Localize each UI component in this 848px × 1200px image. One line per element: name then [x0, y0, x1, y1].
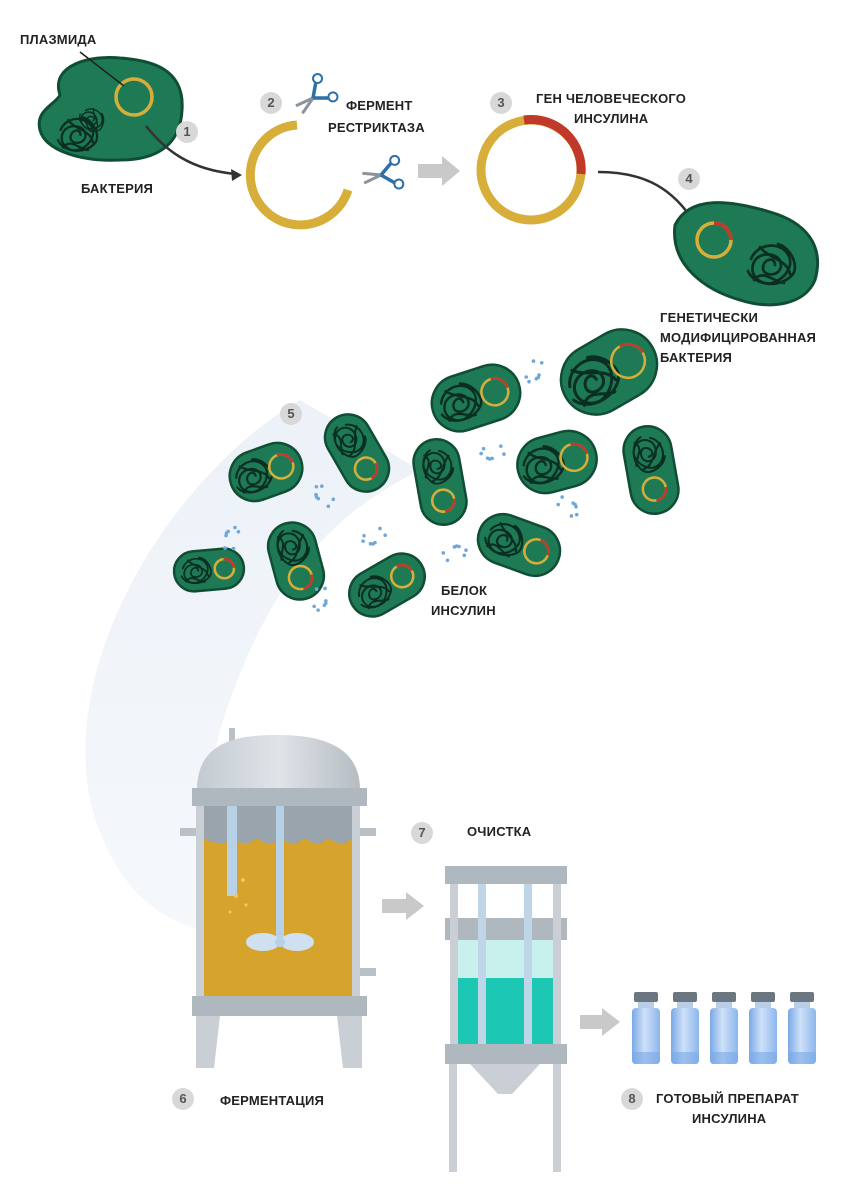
gm-bacterium-cell: [412, 438, 468, 526]
plasmid-ring: [114, 77, 154, 117]
arrow-2: [418, 156, 460, 186]
step-number-6: 6: [172, 1088, 194, 1110]
label-restriction-enzyme-line2: РЕСТРИКТАЗА: [328, 120, 425, 135]
label-insulin-gene-line1: ГЕН ЧЕЛОВЕЧЕСКОГО: [536, 91, 687, 106]
label-insulin-gene-line2: ИНСУЛИНА: [574, 111, 649, 126]
label-fermentation: ФЕРМЕНТАЦИЯ: [220, 1093, 325, 1108]
process-flow-beam: [85, 400, 421, 930]
insulin-vials: [632, 992, 816, 1064]
gm-bacterium-cell: [557, 328, 659, 416]
insulin-vial: [710, 992, 738, 1064]
insulin-vial: [632, 992, 660, 1064]
step-number-1: 1: [176, 121, 198, 143]
bacterium: [37, 56, 184, 162]
scissors-icon: [362, 154, 405, 190]
arrow-3: [597, 170, 692, 217]
step-number-8: 8: [621, 1088, 643, 1110]
step-number-5: 5: [280, 403, 302, 425]
label-restriction-enzyme-line1: ФЕРМЕНТ: [346, 98, 413, 113]
gm-bacterium-cell: [622, 425, 680, 515]
arrow-6: [382, 892, 424, 920]
step-number-4: 4: [678, 168, 700, 190]
label-bacterium: БАКТЕРИЯ: [81, 181, 154, 196]
arrow-1: [145, 125, 237, 176]
gm-bacterium-cell: [172, 547, 246, 593]
step-number-2: 2: [260, 92, 282, 114]
gm-bacterium: [673, 201, 820, 307]
bacteria-colony: [172, 328, 680, 618]
insulin-gene-segment: [523, 115, 586, 175]
insulin-protein-dots: [223, 359, 579, 612]
label-gm-bacterium-line3: БАКТЕРИЯ: [660, 350, 733, 365]
gm-bacterium-cell: [516, 429, 598, 495]
label-gm-bacterium-line2: МОДИФИЦИРОВАННАЯ: [660, 330, 817, 345]
label-gm-bacterium-line1: ГЕНЕТИЧЕСКИ: [660, 310, 759, 325]
step-number-3: 3: [490, 92, 512, 114]
fermenter: [180, 728, 376, 1068]
label-insulin-protein-line1: БЕЛОК: [441, 583, 488, 598]
gm-bacterium-cell: [348, 552, 426, 618]
scissors-icon: [295, 73, 339, 115]
label-insulin-protein-line2: ИНСУЛИН: [431, 603, 496, 618]
gm-bacterium-cell: [228, 441, 304, 503]
purification-column: [445, 866, 567, 1172]
gm-bacterium-cell: [430, 363, 522, 433]
gm-bacterium-cell: [476, 512, 562, 578]
arrow-7: [580, 1008, 620, 1036]
step-number-7: 7: [411, 822, 433, 844]
label-purification: ОЧИСТКА: [467, 824, 532, 839]
insulin-vial: [788, 992, 816, 1064]
cut-plasmid: [245, 120, 353, 230]
insulin-vial: [671, 992, 699, 1064]
label-final-product-line1: ГОТОВЫЙ ПРЕПАРАТ: [656, 1091, 799, 1106]
label-plasmid: ПЛАЗМИДА: [20, 32, 97, 47]
insulin-vial: [749, 992, 777, 1064]
gm-bacterium-cell: [266, 521, 326, 601]
gm-bacterium-cell: [323, 413, 391, 493]
label-final-product-line2: ИНСУЛИНА: [692, 1111, 767, 1126]
plasmid-pointer: [79, 51, 125, 87]
